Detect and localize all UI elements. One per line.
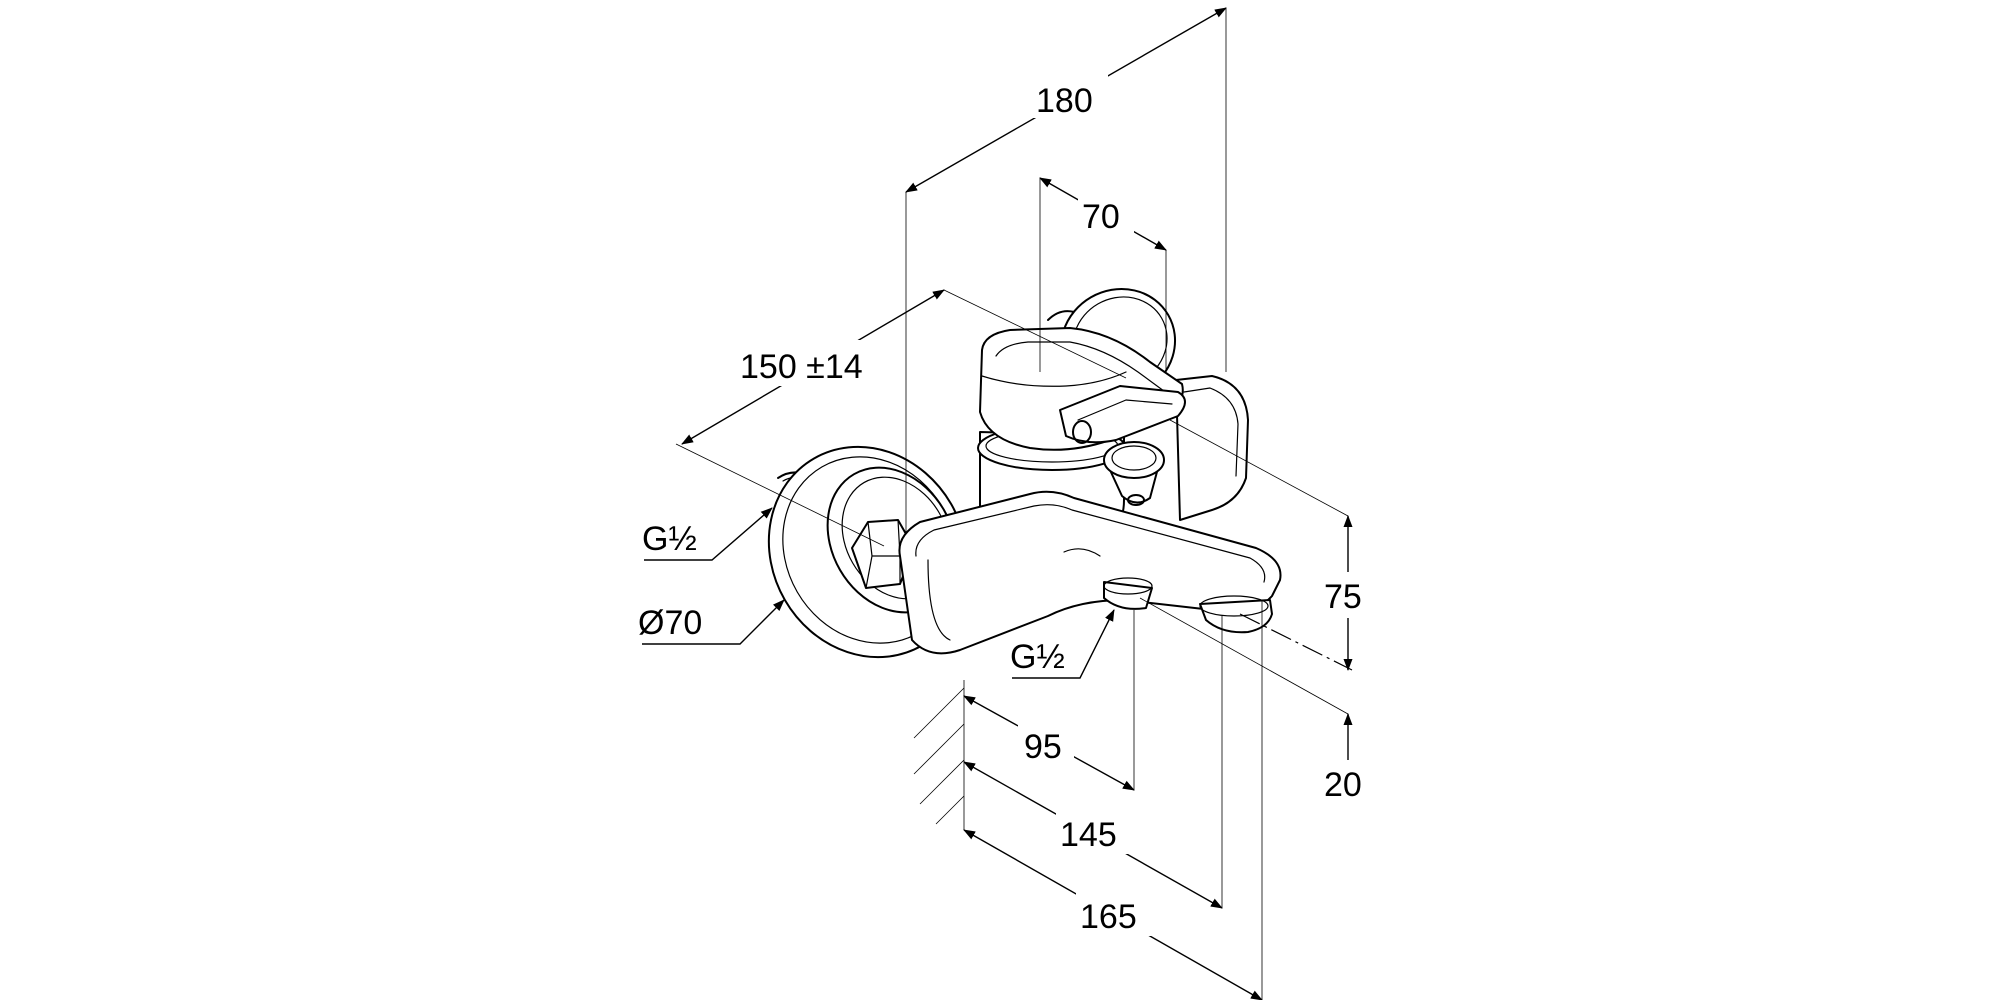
label-165: 165 — [1080, 898, 1137, 936]
leader-g-left — [644, 507, 773, 561]
label-g-left: G½ — [642, 520, 697, 558]
label-95: 95 — [1024, 728, 1062, 766]
leader-g-outlet — [1012, 609, 1115, 679]
label-180: 180 — [1036, 82, 1093, 120]
label-20: 20 — [1324, 766, 1362, 804]
label-g-outlet: G½ — [1010, 638, 1065, 676]
label-150: 150 ±14 — [740, 348, 863, 386]
lever-handle — [979, 327, 1186, 451]
label-70: 70 — [1082, 198, 1120, 236]
bath-mixer-faucet — [767, 287, 1282, 659]
label-145: 145 — [1060, 816, 1117, 854]
wall-hatch — [913, 687, 965, 825]
dimension-labels: 180 70 150 ±14 G½ Ø70 G½ 75 20 95 145 16… — [638, 72, 1378, 936]
label-75: 75 — [1324, 578, 1362, 616]
diverter-knob — [1103, 441, 1165, 506]
spout-body — [898, 490, 1282, 655]
leader-o70 — [642, 599, 785, 645]
label-o70: Ø70 — [638, 604, 702, 642]
body-end-block — [1175, 375, 1249, 521]
